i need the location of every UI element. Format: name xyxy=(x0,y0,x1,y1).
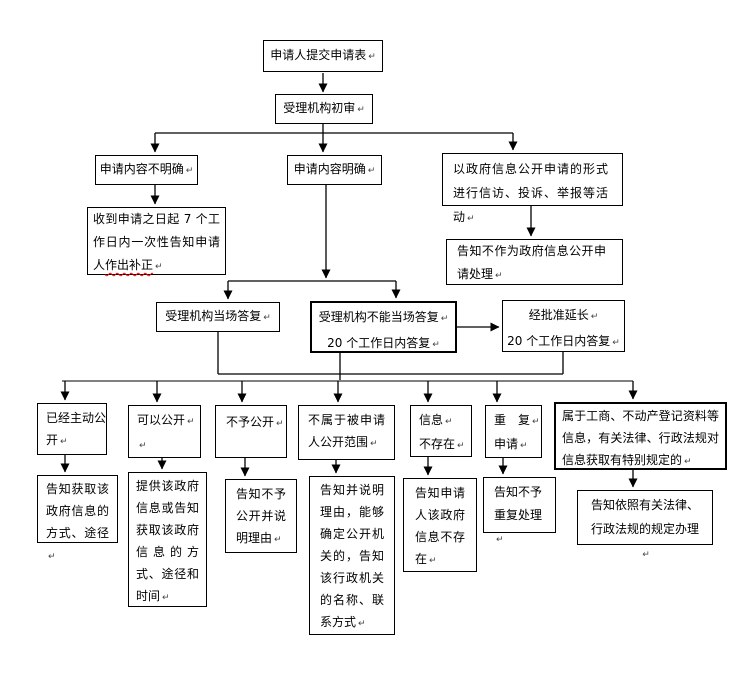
node-submit-application: 申请人提交申请表 xyxy=(263,40,383,72)
node-initial-review: 受理机构初审 xyxy=(275,94,373,124)
node-not-public-label: 不予公开 xyxy=(226,411,286,435)
node-notify-no-repeat-processing-label: 告知不予重复处理 xyxy=(494,481,545,552)
node-content-clear: 申请内容明确 xyxy=(287,155,382,185)
node-approved-extension-20-days-line2: 20 个工作日内答复 xyxy=(503,329,624,355)
node-reply-within-20-days-line1: 受理机构不能当场答复 xyxy=(312,305,455,331)
node-petition-activities: 以政府信息公开申请的形式进行信访、投诉、举报等活动 xyxy=(442,153,623,224)
node-reply-on-spot: 受理机构当场答复 xyxy=(156,302,280,332)
node-can-be-public-line2 xyxy=(137,433,200,457)
node-content-unclear: 申请内容不明确 xyxy=(95,155,198,185)
node-content-clear-label: 申请内容明确 xyxy=(288,158,381,183)
node-already-public: 已经主动公开 xyxy=(37,403,107,455)
node-notify-access-method-label: 告知获取该政府信息的方式、途径 xyxy=(46,478,109,568)
node-notify-refusal-reason: 告知不予公开并说明理由 xyxy=(225,479,297,553)
node-notify-correction-misspelled-text: 作出补正 xyxy=(105,258,154,272)
node-petition-activities-label: 以政府信息公开申请的形式进行信访、投诉、举报等活动 xyxy=(453,157,608,231)
node-not-treated-as-application-label: 告知不作为政府信息公开申请处理 xyxy=(457,240,606,288)
node-can-be-public: 可以公开 xyxy=(128,405,201,458)
node-reply-on-spot-label: 受理机构当场答复 xyxy=(157,305,279,330)
node-reply-within-20-days-line2: 20 个工作日内答复 xyxy=(312,331,455,357)
node-special-legal-regulation-label: 属于工商、不动产登记资料等信息，有关法律、行政法规对信息获取有特别规定的 xyxy=(562,405,719,473)
node-info-not-exist-line1: 信息 xyxy=(419,409,471,433)
node-can-be-public-line1: 可以公开 xyxy=(137,409,200,433)
node-approved-extension-20-days: 经批准延长 20 个工作日内答复 xyxy=(502,300,625,352)
node-notify-info-not-exist: 告知申请人该政府信息不存在 xyxy=(403,478,477,572)
node-notify-correction-text: 收到申请之日起 7 个工作日内一次性告知申请人 xyxy=(93,212,220,272)
node-already-public-label: 已经主动公开 xyxy=(46,407,106,453)
node-provide-info-or-notify-label: 提供该政府信息或告知获取该政府信息的方式、途径和时间 xyxy=(136,475,199,609)
node-follow-laws-regulations-label: 告知依照有关法律、行政法规的规定办理 xyxy=(588,493,702,567)
node-notify-no-repeat-processing: 告知不予重复处理 xyxy=(483,477,556,533)
node-notify-correction-label: 收到申请之日起 7 个工作日内一次性告知申请人作出补正 xyxy=(93,208,220,279)
node-special-legal-regulation: 属于工商、不动产登记资料等信息，有关法律、行政法规对信息获取有特别规定的 xyxy=(554,402,727,470)
node-not-treated-as-application: 告知不作为政府信息公开申请处理 xyxy=(446,239,623,285)
node-info-not-exist: 信息 不存在 xyxy=(410,405,472,457)
node-notify-correction: 收到申请之日起 7 个工作日内一次性告知申请人作出补正 xyxy=(87,207,226,275)
node-reply-within-20-days: 受理机构不能当场答复 20 个工作日内答复 xyxy=(310,301,457,353)
node-notify-info-not-exist-label: 告知申请人该政府信息不存在 xyxy=(415,482,465,572)
node-content-unclear-label: 申请内容不明确 xyxy=(96,158,197,183)
node-not-in-respondent-scope-label: 不属于被申请人公开范围 xyxy=(308,409,385,455)
node-approved-extension-20-days-line1: 经批准延长 xyxy=(503,303,624,329)
node-repeat-application-line1: 重 复 xyxy=(494,409,541,433)
node-not-in-respondent-scope: 不属于被申请人公开范围 xyxy=(298,405,395,460)
node-notify-refusal-reason-label: 告知不予公开并说明理由 xyxy=(236,483,286,551)
node-initial-review-label: 受理机构初审 xyxy=(276,97,372,122)
node-notify-responsible-authority: 告知并说明理由，能够确定公开机关的，告知该行政机关的名称、联系方式 xyxy=(309,476,395,635)
node-submit-application-label: 申请人提交申请表 xyxy=(264,44,382,69)
node-notify-access-method: 告知获取该政府信息的方式、途径 xyxy=(37,475,118,543)
node-provide-info-or-notify: 提供该政府信息或告知获取该政府信息的方式、途径和时间 xyxy=(128,472,207,607)
node-follow-laws-regulations: 告知依照有关法律、行政法规的规定办理 xyxy=(577,490,713,545)
node-notify-responsible-authority-label: 告知并说明理由，能够确定公开机关的，告知该行政机关的名称、联系方式 xyxy=(320,479,384,635)
node-repeat-application: 重 复 申请 xyxy=(485,405,542,458)
node-repeat-application-line2: 申请 xyxy=(494,433,541,457)
node-info-not-exist-line2: 不存在 xyxy=(419,433,471,457)
node-not-public: 不予公开 xyxy=(215,405,287,458)
